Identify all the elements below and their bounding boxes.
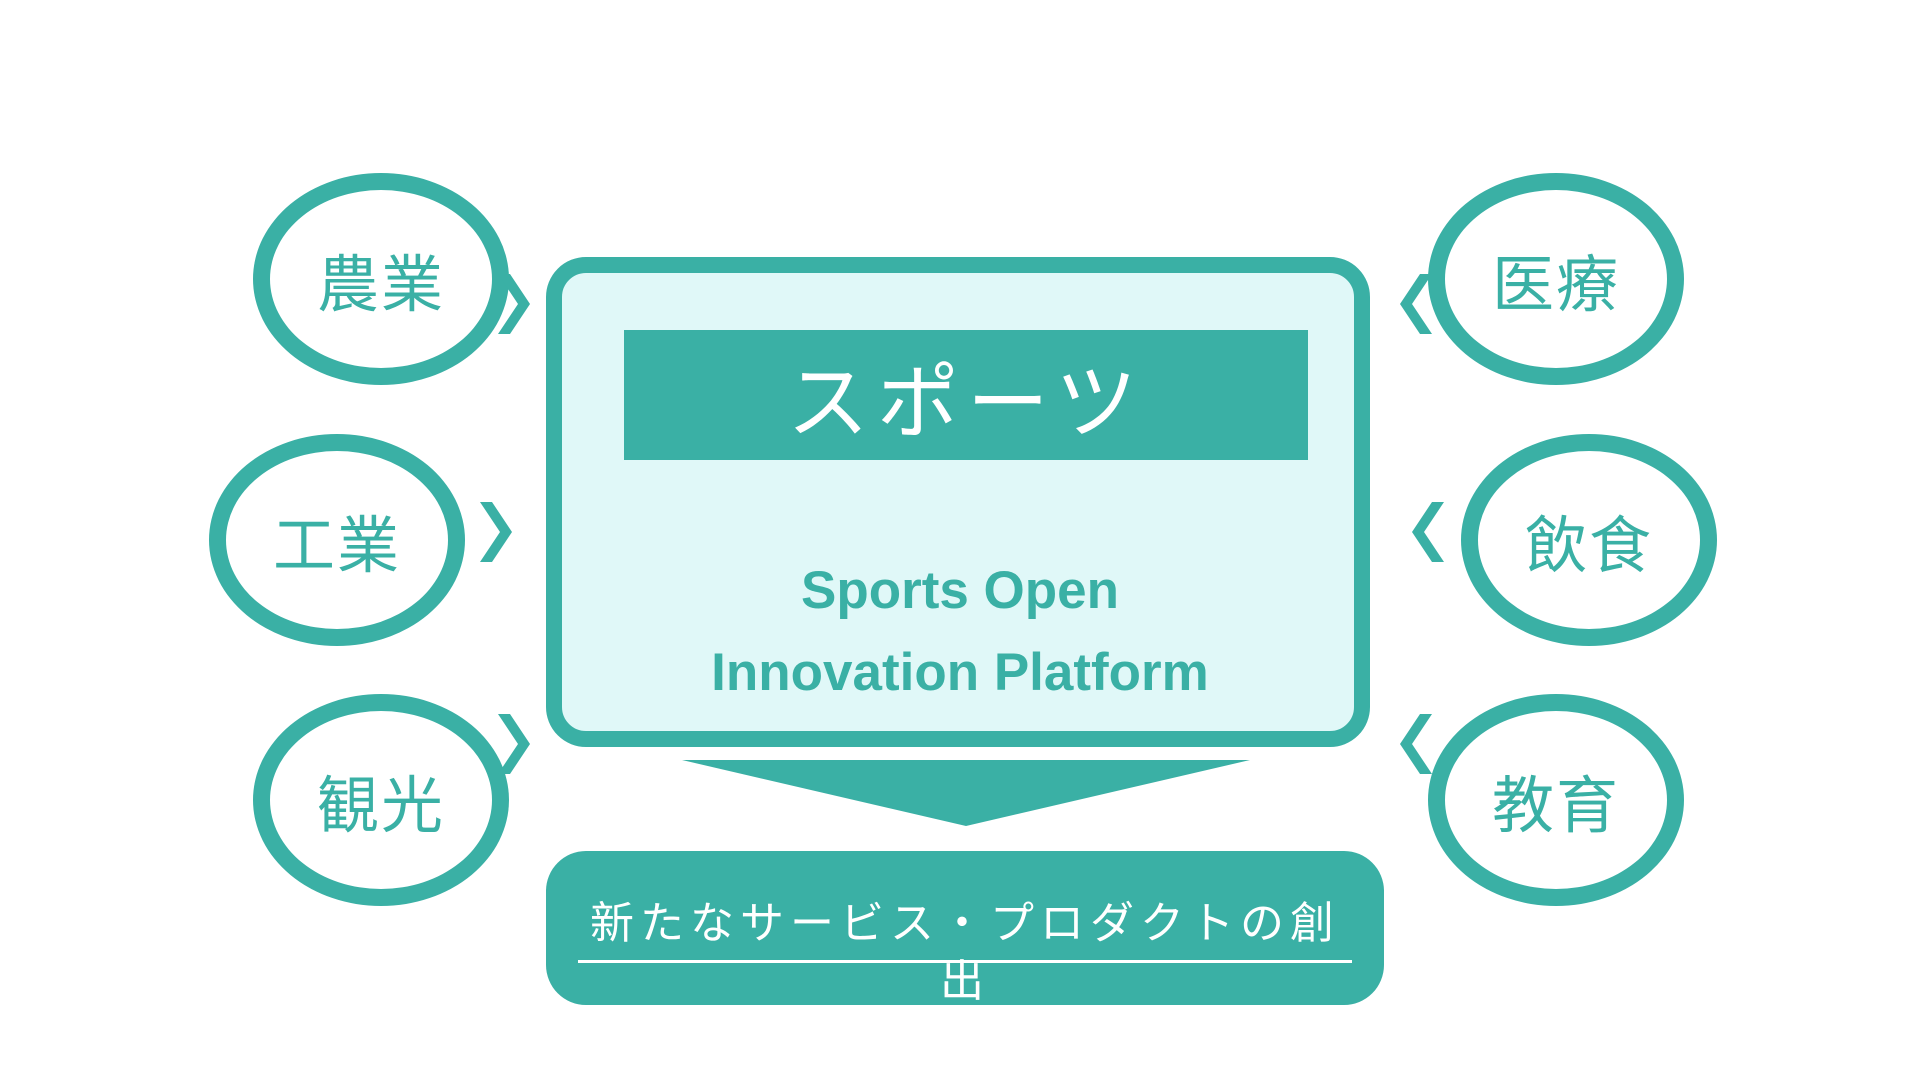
chevron-right-icon <box>498 274 530 334</box>
chevron-right-icon <box>480 502 512 562</box>
chevron-left-icon <box>1412 502 1444 562</box>
platform-title-text: スポーツ <box>786 355 1146 451</box>
sector-label: 工業 <box>272 509 401 582</box>
result-underline <box>578 960 1352 963</box>
chevron-left-icon <box>1400 274 1432 334</box>
platform-subtitle: Sports Open Innovation Platform <box>560 550 1360 714</box>
chevron-left-icon <box>1400 714 1432 774</box>
result-box <box>546 851 1384 1005</box>
platform-subtitle-line: Innovation Platform <box>711 643 1209 702</box>
sector-label: 飲食 <box>1524 509 1653 582</box>
sector-label: 教育 <box>1491 769 1620 842</box>
chevron-right-icon <box>498 714 530 774</box>
sector-label: 医療 <box>1491 248 1620 321</box>
sector-label: 観光 <box>316 769 445 842</box>
platform-title: スポーツ <box>624 330 1308 460</box>
platform-subtitle-line: Sports Open <box>800 561 1120 620</box>
result-label: 新たなサービス・プロダクトの創出 <box>590 898 1340 1007</box>
sector-label: 農業 <box>316 248 445 321</box>
